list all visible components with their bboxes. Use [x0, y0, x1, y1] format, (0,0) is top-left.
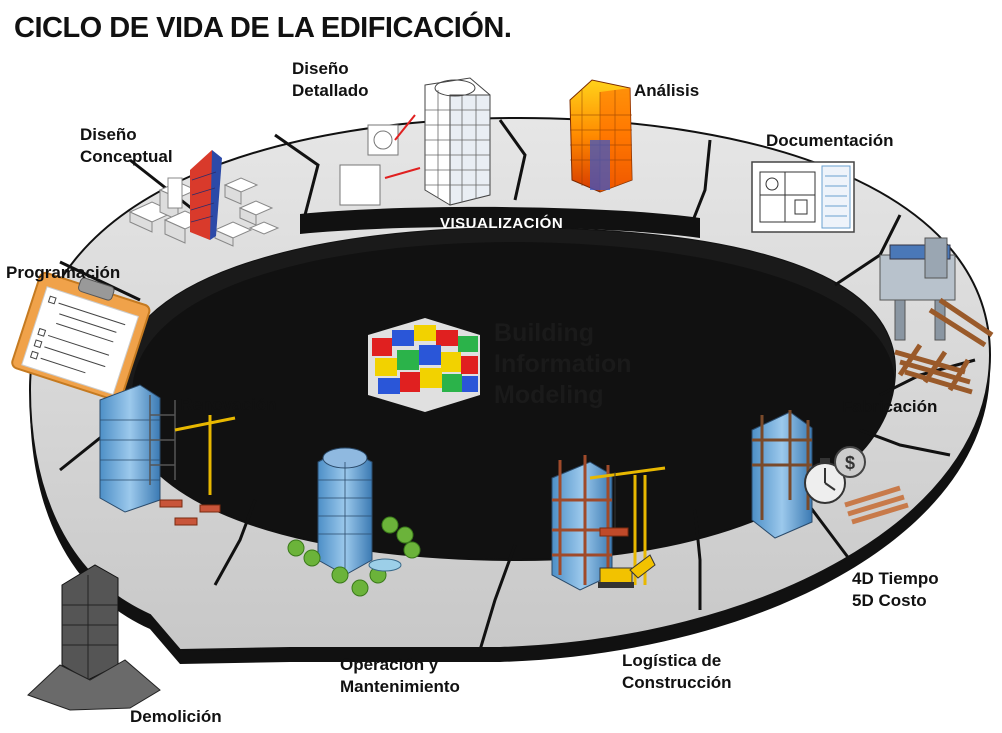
- operation-building: [317, 447, 373, 576]
- timber-beams: [844, 485, 909, 525]
- stopwatch-icon: [804, 458, 846, 504]
- dollar-coin-icon: $: [834, 446, 866, 478]
- bim-line-3: Modeling: [494, 381, 604, 409]
- svg-text:$: $: [845, 453, 855, 473]
- stage-label-fabricacion: Fabricación: [842, 397, 938, 416]
- analysis-heatmap-tower: [569, 79, 633, 193]
- stage-label-operacion: Operación y Mantenimiento: [340, 654, 460, 698]
- bim-title: Building Information Modeling: [494, 318, 632, 411]
- stage-label-diseno-detallado-line2: Detallado: [292, 81, 369, 100]
- stage-label-operacion-line2: Mantenimiento: [340, 677, 460, 696]
- stage-label-documentacion: Documentación: [766, 131, 894, 150]
- lifecycle-ring: [28, 116, 992, 664]
- renovation-building: [99, 384, 176, 513]
- stage-label-analisis: Análisis: [634, 81, 700, 100]
- stage-label-diseno-conceptual: Diseño Conceptual: [80, 124, 173, 168]
- detailed-design-tower: [339, 77, 491, 206]
- bim-line-2: Information: [494, 350, 632, 378]
- steel-beams-stack: [894, 297, 994, 395]
- stage-label-demolicion: Demolición: [130, 707, 222, 726]
- renovation-crane-icon: [174, 415, 236, 495]
- stage-label-tiempo-costo: 4D Tiempo 5D Costo: [852, 568, 939, 612]
- stage-label-logistica: Logística de Construcción: [622, 650, 732, 694]
- stage-label-logistica-line1: Logística de: [622, 651, 722, 670]
- stage-label-5d: 5D Costo: [852, 591, 927, 610]
- fountain-icon: [368, 558, 402, 572]
- stage-label-diseno-conceptual-line2: Conceptual: [80, 147, 173, 166]
- bricks-pile: [159, 499, 221, 526]
- stage-label-4d: 4D Tiempo: [852, 569, 939, 588]
- excavator-icon: [598, 554, 656, 588]
- demolition-building: [27, 564, 161, 711]
- visualization-band-label: VISUALIZACIÓN: [440, 214, 563, 232]
- conceptual-massing-model: [128, 150, 280, 247]
- fabrication-machine: [879, 237, 956, 341]
- time-cost-building: [751, 410, 813, 539]
- stage-label-programacion: Programación: [6, 263, 121, 282]
- stage-label-diseno-detallado-line1: Diseño: [292, 59, 349, 78]
- stage-label-diseno-detallado: Diseño Detallado: [292, 58, 369, 102]
- bim-line-1: Building: [494, 319, 594, 347]
- documentation-drawing-sheet: [751, 161, 855, 233]
- bim-cube-icon: [368, 318, 480, 412]
- stage-label-operacion-line1: Operación y: [340, 655, 439, 674]
- stage-label-diseno-conceptual-line1: Diseño: [80, 125, 137, 144]
- programming-clipboard-icon: [11, 271, 151, 402]
- stage-label-renovacion: Renovación: [180, 395, 277, 414]
- stage-label-logistica-line2: Construcción: [622, 673, 732, 692]
- page-title: CICLO DE VIDA DE LA EDIFICACIÓN.: [14, 12, 512, 44]
